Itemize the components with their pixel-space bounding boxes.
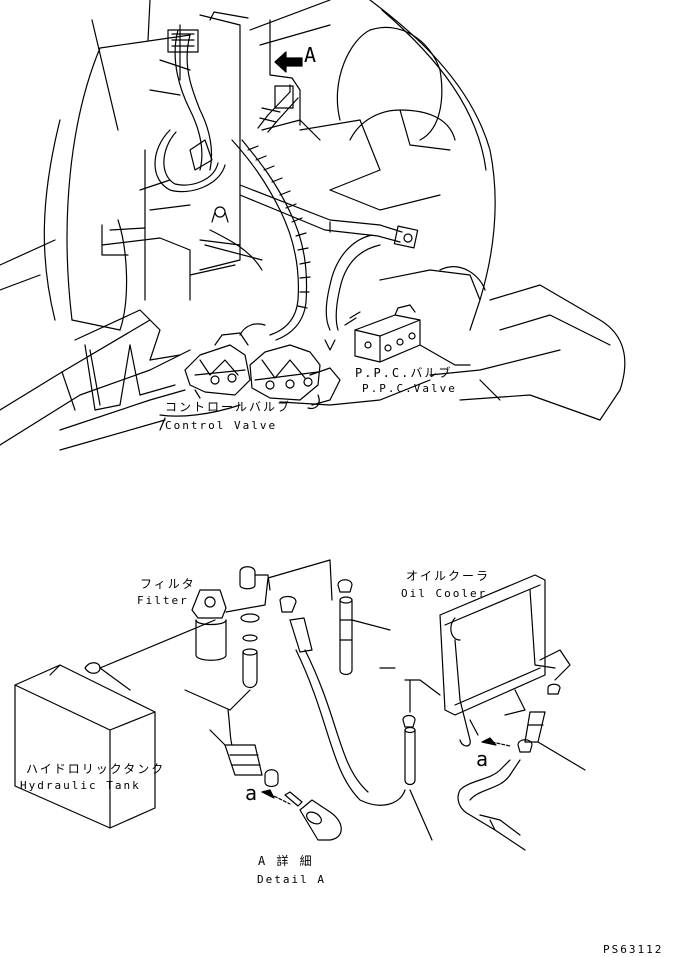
elbow-fitting — [285, 792, 341, 840]
tank-return-hose — [210, 710, 278, 787]
cooler-hoses-right — [458, 712, 585, 850]
operator-seat — [250, 0, 495, 330]
hydraulic-tank-leader — [50, 665, 60, 675]
arrow-a-right-label: a — [476, 747, 489, 771]
corrugated-hose — [210, 85, 310, 340]
filter-hoses — [185, 560, 405, 805]
cooler-hoses-center — [338, 580, 390, 675]
detail-a-label-en: Detail A — [257, 873, 326, 886]
upper-assembly-view — [0, 0, 625, 450]
filter-label-jp: フィルタ — [140, 577, 196, 591]
control-valve-label-en: Control Valve — [165, 419, 278, 432]
filter-label-en: Filter — [137, 594, 189, 607]
panel-connector — [205, 207, 262, 260]
oil-cooler-label-jp: オイルクーラ — [406, 569, 491, 583]
cabin-shell — [0, 0, 190, 445]
detail-leader-upper — [280, 380, 430, 405]
detail-a-label-jp: A 詳 細 — [258, 854, 314, 868]
oil-cooler-label-en: Oil Cooler — [401, 587, 488, 600]
hydraulic-tank-label-jp: ハイドロリックタンク — [26, 762, 166, 776]
ppc-valve-label-en: P.P.C.Valve — [362, 382, 457, 395]
valve-panel — [140, 12, 248, 275]
cooler-hose-left — [403, 680, 440, 840]
ppc-valve-leader — [420, 345, 470, 365]
upper-hose-loop — [155, 30, 225, 192]
control-valve-leader — [160, 405, 240, 430]
lower-frame — [60, 310, 185, 450]
ppc-valve-label-jp: P.P.C.バルブ — [355, 366, 453, 380]
detail-a-view — [15, 560, 585, 850]
hydraulic-tank — [15, 620, 215, 828]
drawing-number: PS63112 — [603, 943, 664, 956]
ppc-valve — [345, 305, 420, 362]
arrow-a-left-label: a — [245, 781, 258, 805]
arrow-a-right — [482, 738, 510, 746]
view-arrow-a — [275, 52, 302, 72]
control-valve — [185, 324, 340, 409]
control-valve-label-jp: コントロールバルブ — [165, 400, 292, 414]
filter — [192, 567, 270, 661]
arrow-a-left — [262, 790, 290, 804]
oil-cooler — [440, 575, 570, 746]
track-frame — [380, 267, 625, 420]
view-marker-a: A — [304, 43, 317, 67]
hydraulic-tank-label-en: Hydraulic Tank — [20, 779, 141, 792]
